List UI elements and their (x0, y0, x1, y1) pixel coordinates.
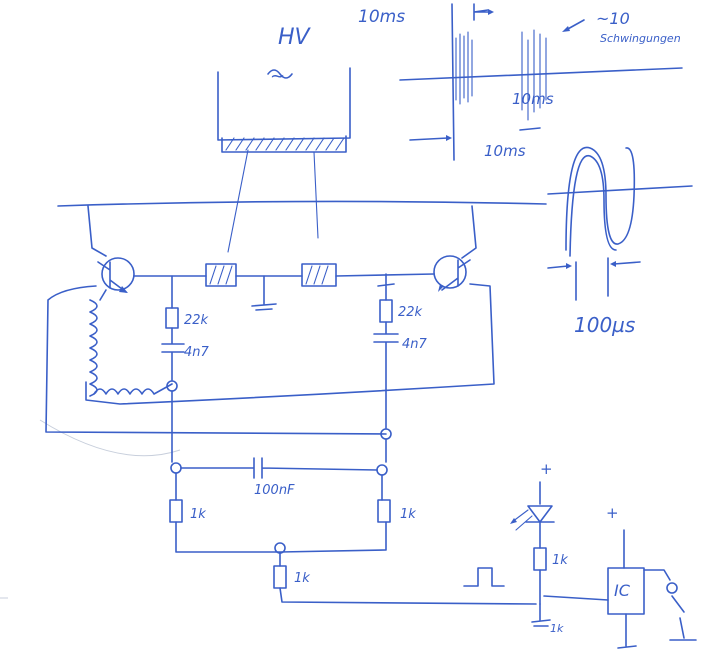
ic-plus-label: + (606, 504, 619, 522)
oscillations-word: Schwingungen (600, 32, 681, 45)
transistor-right (433, 255, 471, 292)
paper-texture (0, 419, 181, 599)
waveform-cycle: 100µs (547, 146, 693, 337)
winding-left (205, 263, 237, 287)
r-left-label: 22k (184, 313, 209, 328)
divider-network: 100nF 1k 1k 1k (169, 457, 537, 605)
r-div-right-label: 1k (400, 507, 416, 522)
period-mid-label: 10ms (512, 90, 554, 108)
bottom-part-label: 1k (550, 622, 564, 635)
hv-label: HV (278, 25, 312, 50)
waveform-burst: 10ms 10ms 10ms ~10 Schwingungen (358, 3, 683, 161)
r-div-left-label: 1k (190, 507, 206, 522)
r-bottom-label: 1k (294, 571, 310, 586)
transistor-left (97, 257, 135, 293)
hv-ac-symbol: ~ (270, 66, 285, 87)
c-left-label: 4n7 (184, 345, 210, 360)
base-wire (133, 263, 435, 311)
hv-transformer: HV (217, 25, 351, 253)
period-bottom-label: 10ms (484, 142, 526, 160)
right-rc-branch: 22k 4n7 (373, 273, 428, 463)
supply-rail (57, 200, 547, 259)
c-bridge-label: 100nF (254, 483, 295, 498)
r-led-label: 1k (552, 553, 568, 568)
left-rc-branch: 22k 4n7 (161, 275, 210, 463)
output-stage: + 1k 1k + IC (463, 460, 697, 649)
feedback-coil (45, 283, 495, 435)
c-right-label: 4n7 (402, 337, 428, 352)
oscillations-label: ~10 (596, 9, 630, 28)
period-top-label: 10ms (358, 7, 405, 27)
pulse-width-label: 100µs (574, 313, 635, 337)
ic-label: IC (614, 581, 631, 600)
winding-right (301, 263, 337, 287)
led-plus-label: + (540, 460, 553, 478)
r-right-label: 22k (398, 305, 423, 320)
